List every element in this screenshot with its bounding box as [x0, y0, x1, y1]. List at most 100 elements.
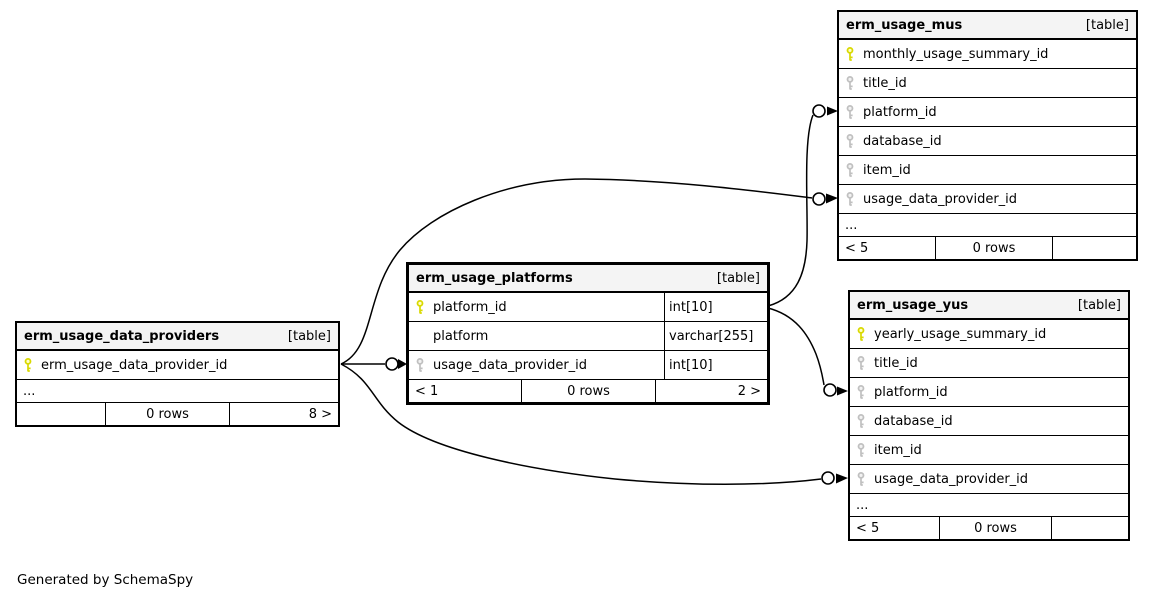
primary-key-icon [845, 46, 863, 62]
foreign-key-icon [856, 384, 874, 400]
table-name: erm_usage_mus [846, 17, 963, 33]
table-erm_usage_platforms: erm_usage_platforms [table] platform_id … [406, 262, 770, 405]
table-header[interactable]: erm_usage_platforms [table] [409, 265, 767, 293]
column-row-item_id[interactable]: item_id [850, 436, 1128, 465]
column-name: usage_data_provider_id [874, 471, 1029, 487]
column-row-yearly_usage_summary_id[interactable]: yearly_usage_summary_id [850, 320, 1128, 349]
column-name: platform_id [874, 384, 948, 400]
column-row-database_id[interactable]: database_id [839, 127, 1136, 156]
footer-related-right: 2 > [655, 380, 767, 402]
foreign-key-icon [845, 75, 863, 91]
column-name: usage_data_provider_id [433, 357, 588, 373]
arrowhead-icon [827, 106, 838, 116]
column-row-platform[interactable]: platform varchar[255] [409, 322, 767, 351]
footer-related-left [17, 403, 105, 425]
arrowhead-icon [398, 359, 407, 369]
column-name: platform_id [433, 299, 507, 315]
table-header[interactable]: erm_usage_yus [table] [850, 292, 1128, 320]
arrowhead-icon [826, 193, 838, 204]
primary-key-icon [415, 299, 433, 315]
column-row-monthly_usage_summary_id[interactable]: monthly_usage_summary_id [839, 40, 1136, 69]
footer-row-count: 0 rows [939, 517, 1051, 539]
table-type-label: [table] [716, 270, 760, 286]
table-footer: 0 rows 8 > [17, 403, 338, 425]
foreign-key-icon [856, 471, 874, 487]
foreign-key-icon [845, 162, 863, 178]
table-erm_usage_data_providers: erm_usage_data_providers [table] erm_usa… [15, 321, 340, 427]
table-footer: < 5 0 rows [850, 517, 1128, 539]
zero-or-one-icon [385, 357, 399, 371]
arrowhead-icon [837, 386, 848, 396]
footer-related-right: 8 > [229, 403, 338, 425]
column-name: item_id [874, 442, 922, 458]
column-row-usage_data_provider_id[interactable]: usage_data_provider_id [850, 465, 1128, 494]
table-footer: < 5 0 rows [839, 237, 1136, 259]
column-row-usage_data_provider_id[interactable]: usage_data_provider_id [839, 185, 1136, 214]
column-name: database_id [874, 413, 953, 429]
foreign-key-icon [845, 133, 863, 149]
edge-platforms-yus [767, 307, 848, 397]
column-row-item_id[interactable]: item_id [839, 156, 1136, 185]
foreign-key-icon [415, 357, 433, 373]
column-type: int[10] [664, 351, 767, 379]
generated-by-note: Generated by SchemaSpy [17, 572, 194, 588]
column-name: erm_usage_data_provider_id [41, 357, 228, 373]
hidden-columns-ellipsis: ... [850, 494, 1128, 517]
column-row-usage_data_provider_id[interactable]: usage_data_provider_id int[10] [409, 351, 767, 380]
table-header[interactable]: erm_usage_data_providers [table] [17, 323, 338, 351]
edge-dataproviders-platforms [341, 357, 407, 371]
column-type: varchar[255] [664, 322, 767, 350]
column-name: database_id [863, 133, 942, 149]
table-erm_usage_yus: erm_usage_yus [table] yearly_usage_summa… [848, 290, 1130, 541]
zero-or-one-icon [823, 383, 837, 397]
footer-related-left: < 1 [415, 383, 439, 399]
column-name: monthly_usage_summary_id [863, 46, 1049, 62]
table-type-label: [table] [287, 328, 331, 344]
footer-related-right [1051, 517, 1128, 539]
edge-dataproviders-mus [340, 178, 838, 365]
column-type: int[10] [664, 293, 767, 321]
table-name: erm_usage_platforms [416, 270, 573, 286]
column-name: yearly_usage_summary_id [874, 326, 1047, 342]
table-type-label: [table] [1077, 297, 1121, 313]
footer-related-right [1052, 237, 1136, 259]
column-row-title_id[interactable]: title_id [850, 349, 1128, 378]
foreign-key-icon [856, 413, 874, 429]
table-type-label: [table] [1085, 17, 1129, 33]
foreign-key-icon [845, 104, 863, 120]
arrowhead-icon [836, 473, 848, 484]
column-row-erm_usage_data_provider_id[interactable]: erm_usage_data_provider_id [17, 351, 338, 380]
column-row-platform_id[interactable]: platform_id [850, 378, 1128, 407]
column-row-platform_id[interactable]: platform_id int[10] [409, 293, 767, 322]
table-header[interactable]: erm_usage_mus [table] [839, 12, 1136, 40]
footer-related-left: < 5 [856, 520, 880, 536]
table-name: erm_usage_yus [857, 297, 969, 313]
foreign-key-icon [856, 442, 874, 458]
zero-or-one-icon [821, 471, 835, 485]
column-name: platform_id [863, 104, 937, 120]
zero-or-one-icon [812, 104, 826, 118]
column-row-title_id[interactable]: title_id [839, 69, 1136, 98]
column-name: item_id [863, 162, 911, 178]
footer-row-count: 0 rows [105, 403, 229, 425]
footer-row-count: 0 rows [935, 237, 1052, 259]
footer-related-left: < 5 [845, 240, 869, 256]
column-name: title_id [863, 75, 907, 91]
table-footer: < 1 0 rows 2 > [409, 380, 767, 402]
edge-platforms-mus [767, 104, 838, 307]
hidden-columns-ellipsis: ... [17, 380, 338, 403]
primary-key-icon [856, 326, 874, 342]
foreign-key-icon [856, 355, 874, 371]
column-row-platform_id[interactable]: platform_id [839, 98, 1136, 127]
column-name: title_id [874, 355, 918, 371]
hidden-columns-ellipsis: ... [839, 214, 1136, 237]
foreign-key-icon [845, 191, 863, 207]
edge-dataproviders-yus [340, 363, 848, 485]
column-row-database_id[interactable]: database_id [850, 407, 1128, 436]
table-name: erm_usage_data_providers [24, 328, 220, 344]
column-name: usage_data_provider_id [863, 191, 1018, 207]
primary-key-icon [23, 357, 41, 373]
column-name: platform [433, 328, 489, 344]
